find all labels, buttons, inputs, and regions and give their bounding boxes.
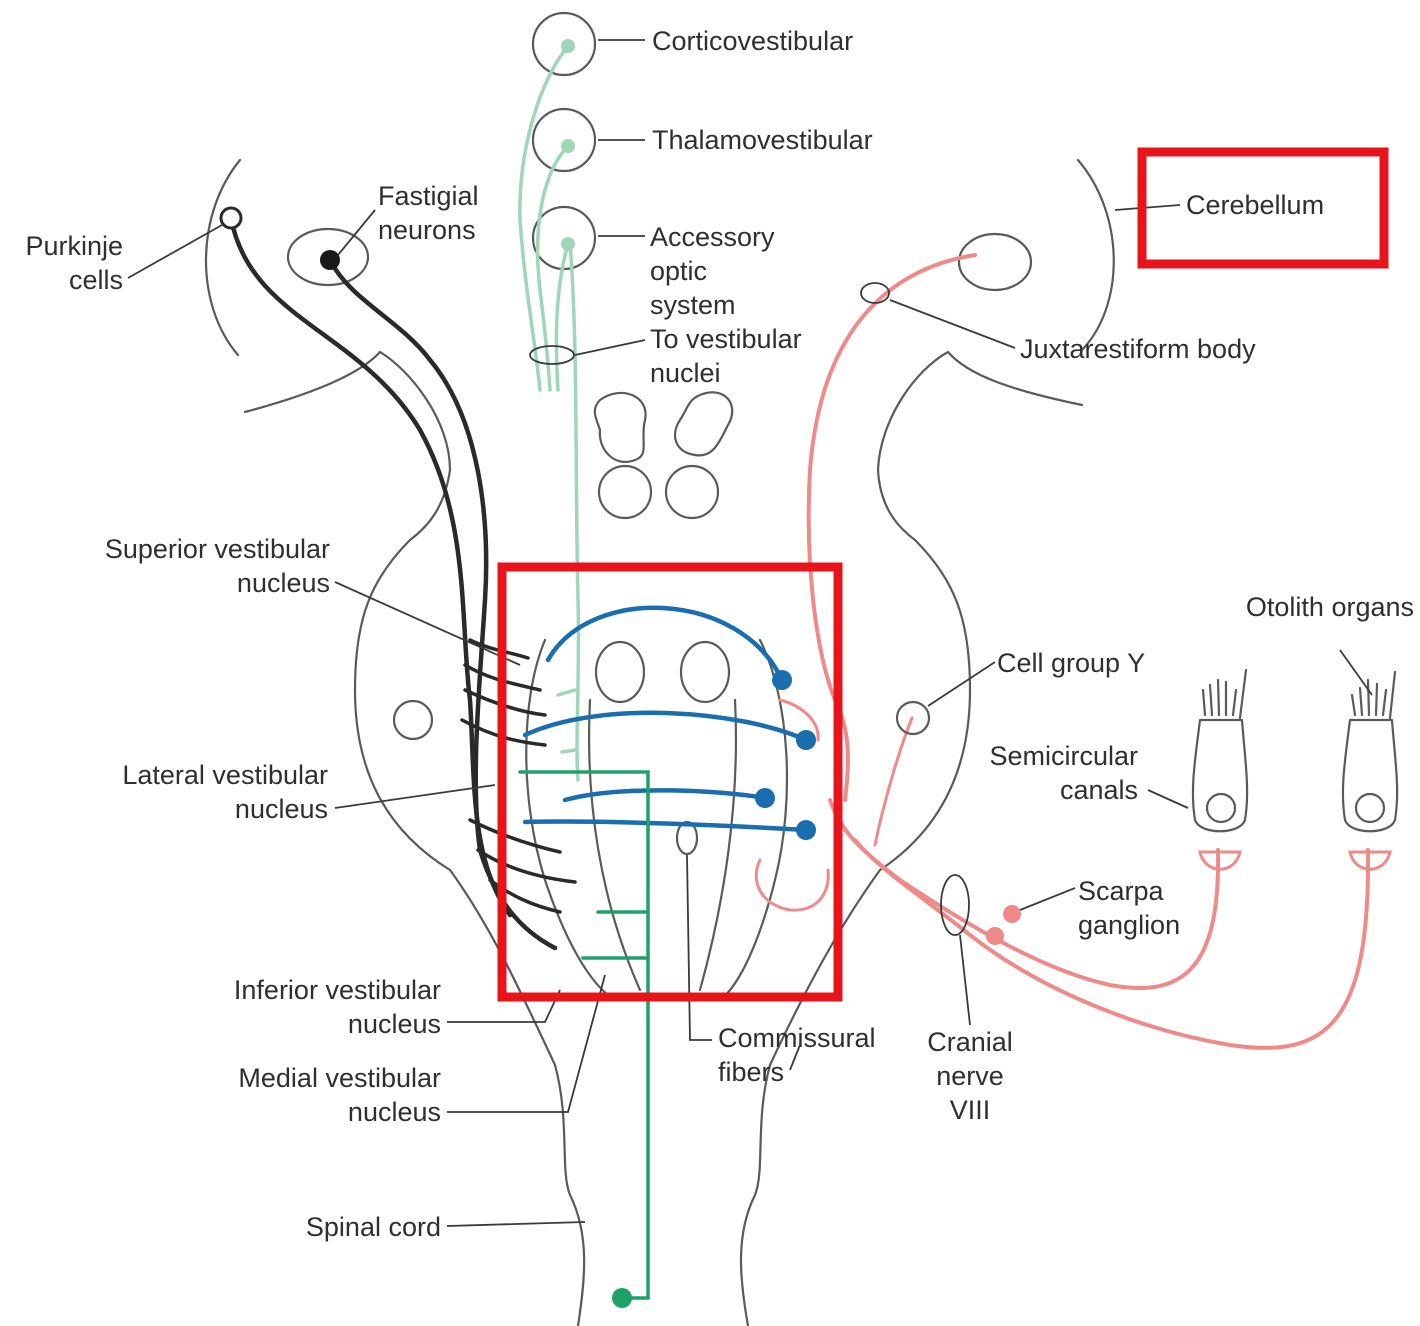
- label-superior-vestibular-nucleus-line2: nucleus: [237, 568, 330, 598]
- label-otolith-organs: Otolith organs: [1246, 592, 1414, 622]
- label-commissural-fibers-line1: Commissural: [718, 1023, 876, 1053]
- ascending-input-fibers: [520, 39, 579, 780]
- otolith-receptor: [1343, 672, 1397, 869]
- label-semicircular-canals-line1: Semicircular: [989, 741, 1138, 771]
- label-lateral-vestibular-nucleus-line1: Lateral vestibular: [122, 760, 328, 790]
- label-purkinje-cells-line2: cells: [69, 265, 123, 295]
- commissural-fibers: [525, 608, 816, 840]
- label-thalamovestibular: Thalamovestibular: [652, 125, 873, 155]
- label-cranial-nerve-viii-line2: nerve: [936, 1061, 1004, 1091]
- label-commissural-fibers-line2: fibers: [718, 1057, 784, 1087]
- label-to-vestibular-nuclei-line2: nuclei: [650, 358, 721, 388]
- label-to-vestibular-nuclei-line1: To vestibular: [650, 324, 802, 354]
- label-inferior-vestibular-nucleus-line2: nucleus: [348, 1009, 441, 1039]
- label-accessory-optic-line3: system: [650, 290, 736, 320]
- fastigial-neuron-body: [320, 250, 340, 270]
- label-medial-vestibular-nucleus-line1: Medial vestibular: [238, 1063, 441, 1093]
- label-corticovestibular: Corticovestibular: [652, 26, 853, 56]
- label-cell-group-y: Cell group Y: [997, 648, 1145, 678]
- purkinje-cell-body: [221, 208, 241, 228]
- label-purkinje-cells-line1: Purkinje: [25, 231, 123, 261]
- midbrain-nuclei: [394, 392, 732, 854]
- label-cerebellum: Cerebellum: [1186, 190, 1324, 220]
- vestibulospinal-fiber: [520, 772, 648, 1308]
- label-fastigial-neurons-line1: Fastigial: [378, 181, 479, 211]
- label-scarpa-ganglion-line1: Scarpa: [1078, 876, 1165, 906]
- label-cranial-nerve-viii-line3: VIII: [950, 1095, 991, 1125]
- label-fastigial-neurons-line2: neurons: [378, 215, 476, 245]
- label-medial-vestibular-nucleus-line2: nucleus: [348, 1097, 441, 1127]
- label-scarpa-ganglion-line2: ganglion: [1078, 910, 1180, 940]
- semicircular-canal-receptor: [1193, 670, 1247, 869]
- label-inferior-vestibular-nucleus-line1: Inferior vestibular: [234, 975, 441, 1005]
- label-juxtarestiform-body: Juxtarestiform body: [1020, 334, 1256, 364]
- label-spinal-cord: Spinal cord: [306, 1212, 441, 1242]
- label-semicircular-canals-line2: canals: [1060, 775, 1138, 805]
- label-accessory-optic-line1: Accessory: [650, 222, 775, 252]
- label-cranial-nerve-viii-line1: Cranial: [927, 1027, 1013, 1057]
- label-accessory-optic-line2: optic: [650, 256, 707, 286]
- label-superior-vestibular-nucleus-line1: Superior vestibular: [105, 534, 330, 564]
- label-lateral-vestibular-nucleus-line2: nucleus: [235, 794, 328, 824]
